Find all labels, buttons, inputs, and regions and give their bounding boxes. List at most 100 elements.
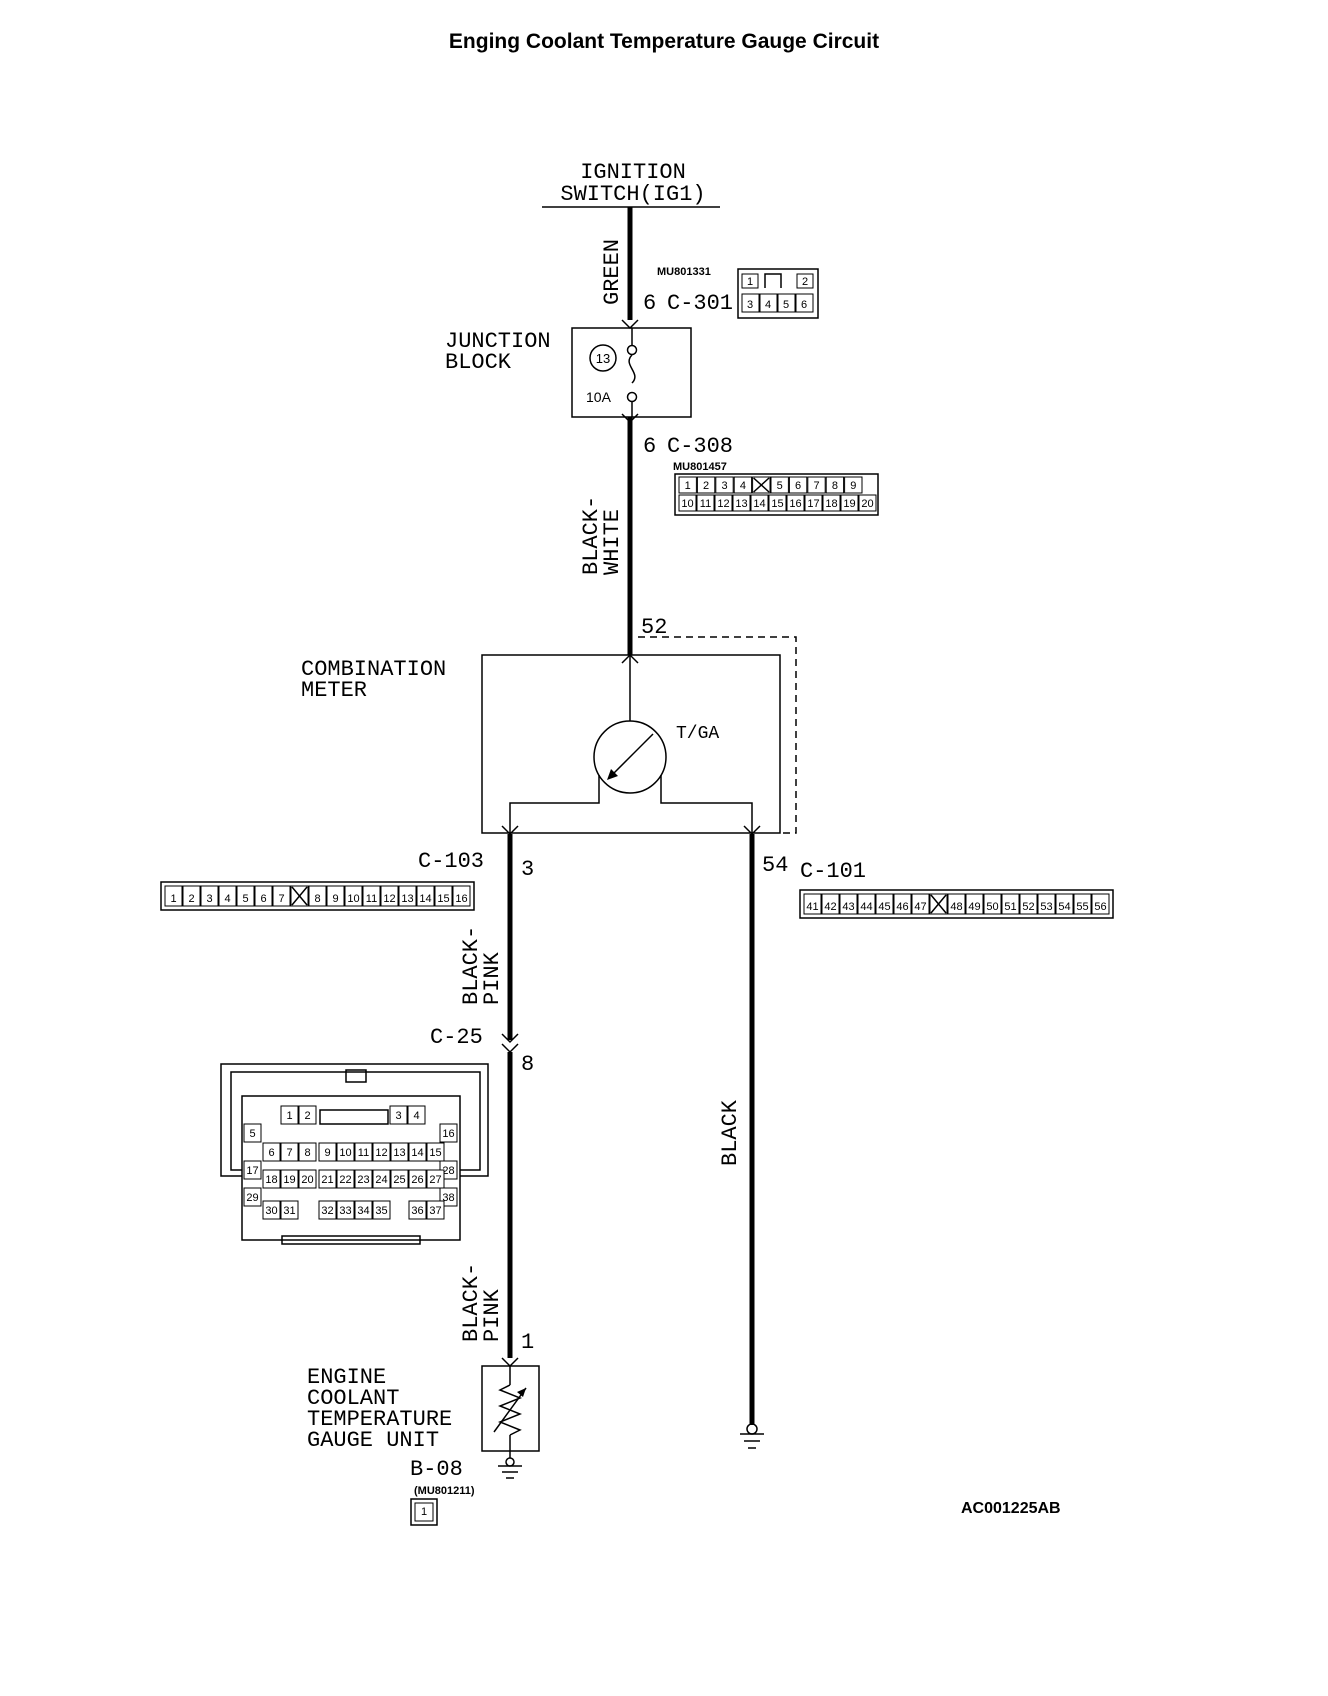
c103-pin-12: 12 <box>383 893 395 905</box>
c25-cell <box>280 1169 299 1189</box>
c103-pin-7: 7 <box>278 893 284 905</box>
c101-pin-47: 47 <box>914 901 926 913</box>
fuse-icon <box>628 354 636 384</box>
c25-cell <box>439 1123 458 1143</box>
c25-cell <box>407 1105 426 1125</box>
b08-cell <box>414 1502 434 1522</box>
c25-cell <box>243 1160 262 1180</box>
black-pink-label-lower-1: BLACK- <box>459 1263 484 1342</box>
combination-meter-box <box>481 654 781 834</box>
c301-pin-1: 1 <box>747 276 753 288</box>
combination-meter: COMBINATION METER 52 T/GA <box>301 615 797 836</box>
c101-cell <box>1019 893 1038 915</box>
c301-cell <box>741 293 760 313</box>
c308-cell <box>750 494 769 512</box>
c25-cell <box>298 1105 317 1125</box>
c101-pin-46: 46 <box>896 901 908 913</box>
c25-lower-lip <box>281 1235 421 1245</box>
c103-pin-5: 5 <box>242 893 248 905</box>
junction-label-line1: JUNCTION <box>445 329 551 354</box>
c101-pin-55: 55 <box>1076 901 1088 913</box>
b08-pin-1: 1 <box>421 1506 427 1518</box>
c103-cell <box>236 885 255 907</box>
c103-pin-15: 15 <box>437 893 449 905</box>
c25-pin-30: 30 <box>265 1205 277 1217</box>
c103-pin: 3 <box>521 857 534 882</box>
c25-cell <box>318 1142 337 1162</box>
c308-cell <box>786 494 805 512</box>
c25-pin-5: 5 <box>249 1128 255 1140</box>
c25-cell <box>354 1142 373 1162</box>
black-white-label-1: BLACK- <box>579 496 604 575</box>
c301-pin-2: 2 <box>802 276 808 288</box>
c25-cell <box>318 1169 337 1189</box>
c101-pin: 54 <box>762 853 788 878</box>
green-wire-label: GREEN <box>600 239 625 305</box>
c308-pin-7: 7 <box>813 480 819 492</box>
c301-cell <box>741 273 759 289</box>
c25-pin-11: 11 <box>358 1147 369 1159</box>
c308-cell <box>678 494 697 512</box>
c308-cell <box>696 476 716 494</box>
c308-cell <box>715 476 734 494</box>
c25-pin-37: 37 <box>429 1205 441 1217</box>
c25-pin-34: 34 <box>357 1205 369 1217</box>
c103-pin-6: 6 <box>260 893 266 905</box>
c25-cell <box>262 1200 281 1220</box>
c25-pin-6: 6 <box>268 1147 274 1159</box>
c101-pin-53: 53 <box>1040 901 1052 913</box>
c308-cell <box>807 476 826 494</box>
c308-pin-13: 13 <box>735 498 747 510</box>
c103-cell <box>308 885 327 907</box>
c103-cell <box>326 885 345 907</box>
c101-pin-51: 51 <box>1004 901 1016 913</box>
c25-pin-13: 13 <box>393 1147 405 1159</box>
engine-coolant-gauge-unit: ENGINE COOLANT TEMPERATURE GAUGE UNIT 1 <box>307 1330 540 1479</box>
gauge-needle-tip <box>607 769 618 780</box>
c25-pin-8: 8 <box>304 1147 310 1159</box>
thermistor-arrow <box>517 1388 526 1397</box>
meter-label-line1: COMBINATION <box>301 657 446 682</box>
c103-cell <box>200 885 219 907</box>
c25-pin-23: 23 <box>357 1174 369 1186</box>
c103-cell <box>272 885 291 907</box>
c25-cell <box>336 1200 355 1220</box>
c301-cell <box>759 293 778 313</box>
c25-cell <box>262 1169 281 1189</box>
diagram-title: Enging Coolant Temperature Gauge Circuit <box>448 30 880 53</box>
c25-cell <box>280 1200 299 1220</box>
c308-cell <box>858 494 877 512</box>
c101-cell <box>1037 893 1056 915</box>
c25-pin-2: 2 <box>304 1110 310 1122</box>
c25-pin-20: 20 <box>301 1174 313 1186</box>
c103-pin-2: 2 <box>188 893 194 905</box>
c301-pin-3: 3 <box>747 299 753 311</box>
c308-pin-5: 5 <box>777 480 783 492</box>
c308-pin-3: 3 <box>721 480 727 492</box>
gauge-unit-label-line4: GAUGE UNIT <box>307 1428 439 1453</box>
c25-latch <box>345 1069 367 1083</box>
c301-cell <box>796 273 814 289</box>
c25-cell <box>318 1200 337 1220</box>
c101-cell <box>875 893 894 915</box>
c308-cell <box>840 494 859 512</box>
b08-part-number: (MU801211) <box>414 1485 475 1497</box>
c308-cell <box>696 494 715 512</box>
c308-cell <box>732 494 751 512</box>
c103-cell <box>344 885 363 907</box>
c101-pin-54: 54 <box>1058 901 1070 913</box>
junction-block: JUNCTION BLOCK 13 10A <box>445 319 692 424</box>
c308-cell <box>733 476 753 494</box>
c308-pin-19: 19 <box>843 498 855 510</box>
c101-cell <box>947 893 966 915</box>
c25-name: C-25 <box>430 1025 483 1050</box>
c103-blank-pin <box>291 886 308 906</box>
c103-cell <box>254 885 273 907</box>
c101-pin-45: 45 <box>878 901 890 913</box>
c25-cell <box>390 1169 409 1189</box>
c25-cell <box>354 1200 373 1220</box>
c25-cell <box>243 1123 262 1143</box>
